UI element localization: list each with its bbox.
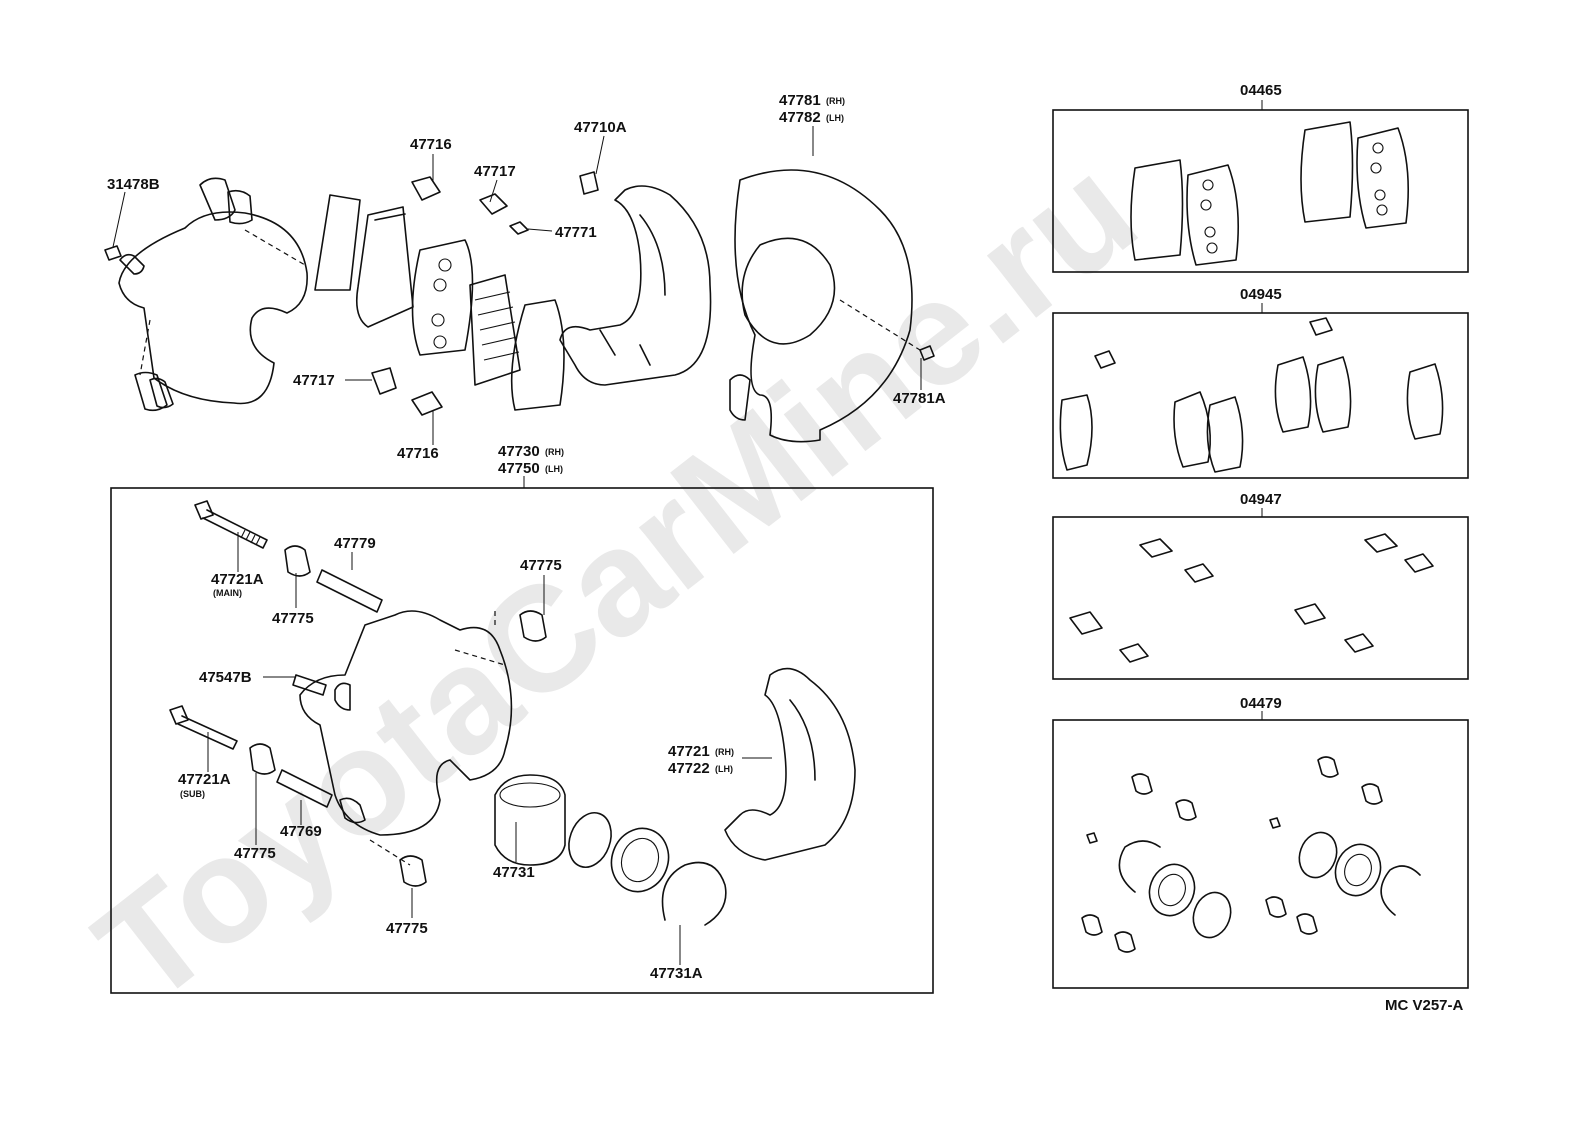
label-47775-c: 47775 [234, 845, 276, 862]
kit-box-04945 [1052, 312, 1469, 479]
leader-lines [112, 100, 1263, 965]
label-47731: 47731 [493, 864, 535, 881]
label-47775-b: 47775 [520, 557, 562, 574]
label-47750-side: (LH) [545, 464, 563, 474]
kit-box-04947 [1052, 516, 1469, 680]
label-47781-side: (RH) [826, 96, 845, 106]
label-47769: 47769 [280, 823, 322, 840]
label-kit-04465: 04465 [1240, 82, 1282, 99]
pads-drawing [314, 176, 565, 416]
label-47730: 47730 [498, 443, 540, 460]
label-47717-lower: 47717 [293, 372, 335, 389]
label-47775-a: 47775 [272, 610, 314, 627]
label-47771: 47771 [555, 224, 597, 241]
dust-shield-drawing [729, 169, 935, 443]
label-47721: 47721 [668, 743, 710, 760]
label-kit-04945: 04945 [1240, 286, 1282, 303]
label-47782: 47782 [779, 109, 821, 126]
label-47730-side: (RH) [545, 447, 564, 457]
figure-code: MC V257-A [1385, 997, 1464, 1014]
label-47750: 47750 [498, 460, 540, 477]
label-47547B: 47547B [199, 669, 252, 686]
label-kit-04479: 04479 [1240, 695, 1282, 712]
label-47721A-main-note: (MAIN) [213, 588, 242, 598]
label-47717-upper: 47717 [474, 163, 516, 180]
caliper-assembly-drawing [169, 500, 856, 926]
label-47779: 47779 [334, 535, 376, 552]
label-47781: 47781 [779, 92, 821, 109]
label-47775-d: 47775 [386, 920, 428, 937]
label-47721A-sub: 47721A [178, 771, 231, 788]
label-47782-side: (LH) [826, 113, 844, 123]
caliper-assembly-box [110, 487, 934, 994]
label-kit-04947: 04947 [1240, 491, 1282, 508]
label-47781A: 47781A [893, 390, 946, 407]
label-47722-side: (LH) [715, 764, 733, 774]
kit-box-04479 [1052, 719, 1469, 989]
kit-04945-drawing [1059, 317, 1444, 473]
kit-box-04465 [1052, 109, 1469, 273]
label-47716-lower: 47716 [397, 445, 439, 462]
kit-04947-drawing [1069, 533, 1434, 663]
kit-04465-drawing [1130, 121, 1410, 266]
label-47721-side: (RH) [715, 747, 734, 757]
kit-04479-drawing [1081, 756, 1421, 953]
label-47731A: 47731A [650, 965, 703, 982]
label-47722: 47722 [668, 760, 710, 777]
mounting-bracket-drawing [559, 171, 712, 386]
label-47721A-main: 47721A [211, 571, 264, 588]
label-31478B: 31478B [107, 176, 160, 193]
label-47716-upper: 47716 [410, 136, 452, 153]
caliper-body-drawing [104, 177, 308, 412]
label-47710A: 47710A [574, 119, 627, 136]
label-47721A-sub-note: (SUB) [180, 789, 205, 799]
